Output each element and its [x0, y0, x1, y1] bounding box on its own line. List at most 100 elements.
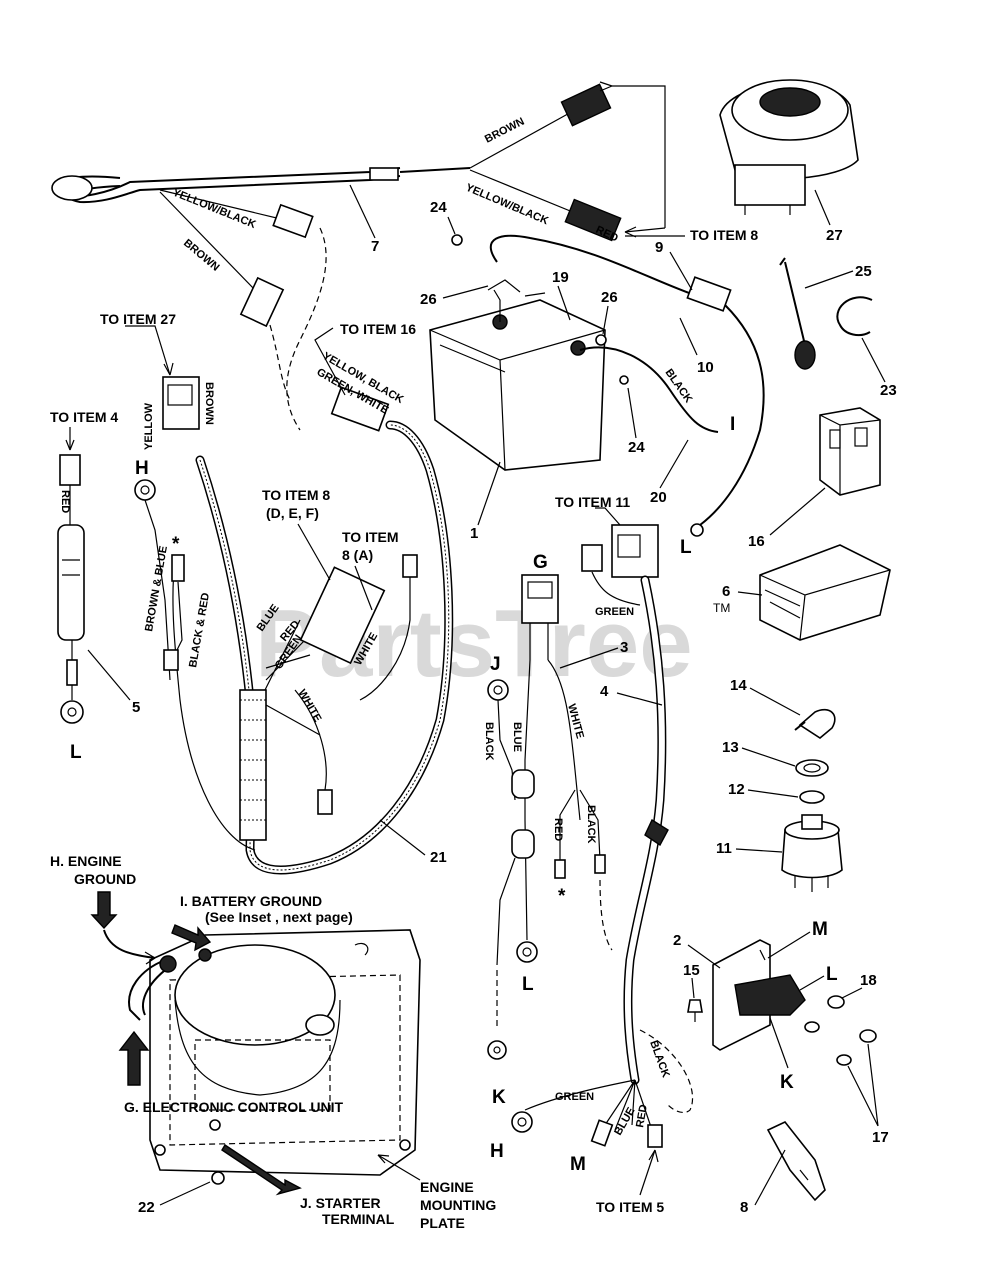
harness-item-4 [623, 575, 667, 1085]
label-to-item-11: TO ITEM 11 [555, 494, 630, 510]
callout-21: 21 [430, 849, 447, 866]
wire-label-brown-top: BROWN [483, 116, 527, 146]
trademark: TM [713, 601, 730, 615]
callout-4: 4 [600, 683, 609, 700]
callout-14: 14 [730, 677, 747, 694]
letter-K-bracket: K [780, 1072, 794, 1093]
engine-block [128, 929, 421, 1176]
label-engine-ground-1: H. ENGINE [50, 853, 122, 869]
label-battery-ground-2: (See Inset , next page) [205, 909, 353, 925]
wire-label-white-g: WHITE [565, 703, 586, 740]
nut-24-top [451, 234, 463, 246]
connector-to-item-11 [611, 524, 659, 578]
letter-H-bottom: H [490, 1141, 504, 1162]
callout-19: 19 [552, 269, 569, 286]
letter-L-bracket: L [826, 964, 838, 985]
part-27-image [719, 79, 859, 215]
fuse-holder-item-5 [57, 524, 85, 641]
callout-23: 23 [880, 382, 897, 399]
label-battery-ground-1: I. BATTERY GROUND [180, 893, 322, 909]
letter-M-bottom: M [570, 1154, 586, 1175]
nut-24-right [619, 375, 629, 385]
wire-label-black-j: BLACK [483, 722, 495, 761]
callout-6: 6 [722, 583, 730, 600]
label-to-item-16: TO ITEM 16 [340, 321, 416, 337]
callout-1: 1 [470, 525, 478, 542]
label-engine-ground-2: GROUND [74, 871, 136, 887]
callout-26-top: 26 [420, 291, 437, 308]
label-to-item-8-a-sub: 8 (A) [342, 547, 373, 563]
nut-item-12 [799, 790, 825, 804]
callout-10: 10 [697, 359, 714, 376]
label-to-item-8-a: TO ITEM [342, 529, 399, 545]
wire-label-black-red: BLACK & RED [187, 592, 212, 669]
callout-20: 20 [650, 489, 667, 506]
wire-label-yellow-black-top: YELLOW/BLACK [464, 182, 550, 228]
callout-12: 12 [728, 781, 745, 798]
wire-label-blue-j: BLUE [511, 722, 523, 752]
connector-to-item-27 [162, 376, 200, 430]
wire-label-red-bot: RED [634, 1104, 650, 1129]
part-25-image [779, 257, 816, 370]
nut-item-22 [211, 1171, 225, 1185]
letter-J: J [490, 654, 501, 675]
letter-L-battery: L [680, 537, 692, 558]
callout-27: 27 [826, 227, 843, 244]
key-item-14 [794, 708, 836, 739]
part-6-image [759, 544, 891, 641]
letter-L-J: L [522, 974, 534, 995]
harness-item-21 [172, 420, 454, 875]
bracket-item-8 [766, 1121, 826, 1202]
battery-item-1 [429, 289, 606, 471]
wire-label-blue-bot: BLUE [612, 1106, 637, 1138]
label-starter-1: J. STARTER [300, 1195, 381, 1211]
callout-16: 16 [748, 533, 765, 550]
wire-label-black-g: BLACK [585, 805, 597, 844]
bolt-item-15 [687, 999, 703, 1013]
connector-to-item-8-def [299, 566, 386, 665]
part-16-image [819, 407, 881, 496]
callout-26-right: 26 [601, 289, 618, 306]
washer-item-18 [827, 995, 845, 1009]
callout-9: 9 [655, 239, 663, 256]
label-to-item-8-def: TO ITEM 8 [262, 487, 330, 503]
callout-18: 18 [860, 972, 877, 989]
bracket-item-2 [712, 939, 806, 1051]
callout-3: 3 [620, 639, 628, 656]
wire-label-yellow-black-left: YELLOW/BLACK [171, 187, 258, 231]
callout-15: 15 [683, 962, 700, 979]
callout-2: 2 [673, 932, 681, 949]
bezel-item-13 [795, 759, 829, 777]
wire-label-green-11: GREEN [595, 606, 634, 618]
wire-label-green-bot: GREEN [555, 1091, 594, 1103]
connector-white-end [317, 789, 333, 815]
letter-M-bracket: M [812, 919, 828, 940]
label-mount-1: ENGINE [420, 1179, 474, 1195]
label-to-item-4: TO ITEM 4 [50, 409, 118, 425]
label-to-item-27: TO ITEM 27 [100, 311, 176, 327]
label-ecu: G. ELECTRONIC CONTROL UNIT [124, 1099, 344, 1115]
letter-G: G [533, 552, 548, 573]
connector-to-item-4 [59, 454, 81, 486]
callout-5: 5 [132, 699, 140, 716]
callout-11: 11 [716, 840, 732, 857]
label-mount-2: MOUNTING [420, 1197, 496, 1213]
label-to-item-8-top: TO ITEM 8 [690, 227, 758, 243]
part-23-image [836, 296, 873, 337]
callout-25: 25 [855, 263, 872, 280]
star-marker-left: * [172, 534, 180, 555]
harness-item-7 [51, 83, 622, 431]
wire-label-brown-left: BROWN [181, 237, 222, 274]
callout-8: 8 [740, 1199, 748, 1216]
letter-L-fuse: L [70, 742, 82, 763]
label-mount-3: PLATE [420, 1215, 465, 1231]
letter-I-battery: I [730, 414, 735, 435]
callout-24-top: 24 [430, 199, 447, 216]
callout-22: 22 [138, 1199, 155, 1216]
callout-13: 13 [722, 739, 739, 756]
callout-24-right: 24 [628, 439, 645, 456]
letter-K-ring: K [492, 1087, 506, 1108]
letter-H-top: H [135, 458, 149, 479]
callout-7: 7 [371, 238, 379, 255]
